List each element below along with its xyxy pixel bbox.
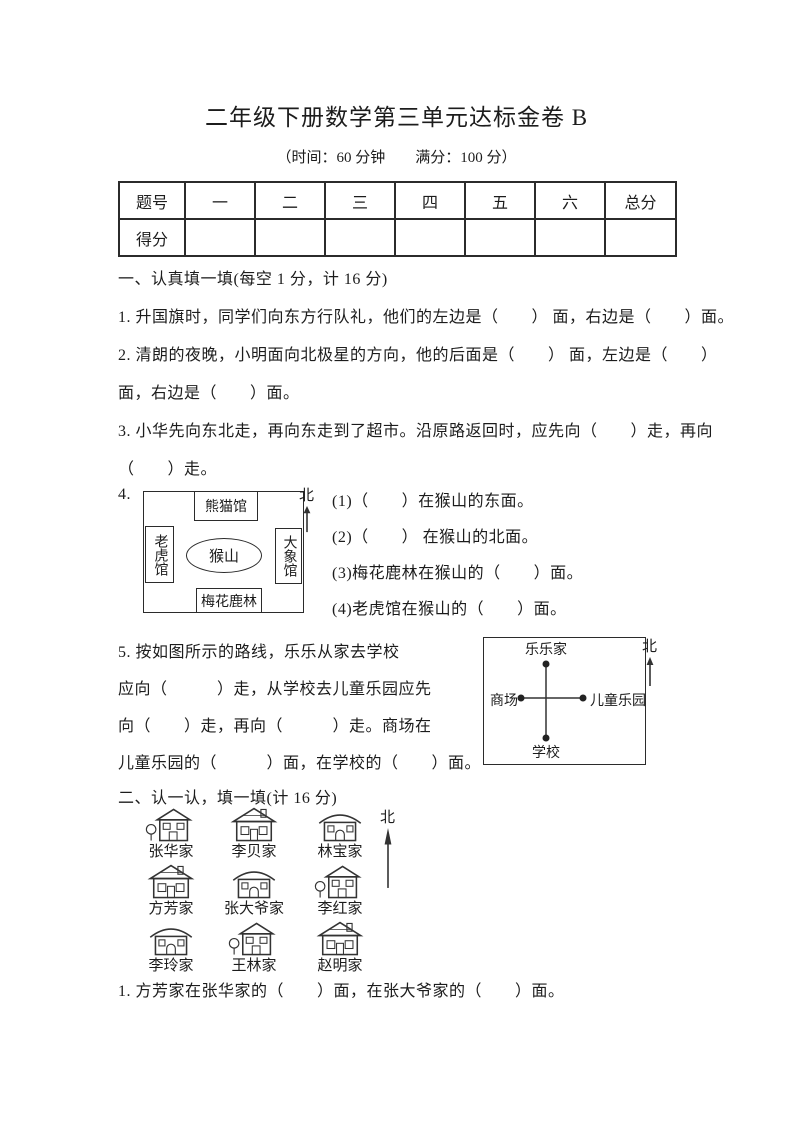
house-label: 张大爷家 [223, 901, 284, 917]
score-cell-empty [184, 218, 256, 257]
zoo-map: 熊猫馆 老虎馆 大象馆 猴山 梅花鹿林 [143, 491, 304, 613]
compass-section2: 北 [380, 806, 395, 890]
page-title: 二年级下册数学第三单元达标金卷 B [204, 105, 589, 130]
map-label-lele-home: 乐乐家 [525, 643, 567, 658]
score-table-header-cell: 总分 [604, 181, 677, 220]
house-cell: 王林家 [212, 917, 296, 974]
question-5-line3: 向（ ）走，再向（ ）走。商场在 [118, 718, 432, 735]
houses-grid: 张华家 李贝家 林宝家 方芳家 张大爷家 李红家 李玲家 王林家 [130, 803, 384, 974]
map-label-playground: 儿童乐园 [590, 694, 646, 709]
score-table-header-cell: 六 [534, 181, 606, 220]
house-label: 李贝家 [231, 844, 277, 860]
house-cell: 李红家 [296, 860, 384, 917]
section2-question-1: 1. 方芳家在张华家的（ ）面，在张大爷家的（ ）面。 [118, 983, 565, 1000]
score-table-header-cell: 四 [394, 181, 466, 220]
house-label: 王林家 [231, 958, 277, 974]
score-cell-empty [324, 218, 396, 257]
score-table-header-cell: 五 [464, 181, 536, 220]
question-5-line2: 应向（ ）走，从学校去儿童乐园应先 [118, 681, 432, 698]
score-cell-empty [254, 218, 326, 257]
map-label-school: 学校 [532, 746, 560, 761]
north-arrow-icon [302, 506, 311, 533]
zoo-deer-forest: 梅花鹿林 [196, 588, 262, 613]
question-2-line2: 面，右边是（ ）面。 [118, 385, 300, 402]
house-label: 赵明家 [317, 958, 363, 974]
question-2-line1: 2. 清朗的夜晚，小明面向北极星的方向，他的后面是（ ） 面，左边是（ ） [118, 347, 718, 364]
question-5-line1: 5. 按如图所示的路线，乐乐从家去学校 [118, 644, 400, 661]
north-arrow-icon [382, 828, 393, 890]
house-cell: 林宝家 [296, 803, 384, 860]
house-icon [145, 808, 191, 842]
score-table-score-row: 得分 [118, 218, 677, 257]
house-cell: 张大爷家 [212, 860, 296, 917]
zoo-panda-house: 熊猫馆 [194, 491, 258, 521]
route-map-cross [517, 660, 587, 742]
house-cell: 张华家 [130, 803, 212, 860]
score-cell-empty [604, 218, 677, 257]
house-icon [314, 865, 360, 899]
house-cell: 李玲家 [130, 917, 212, 974]
house-cell: 赵明家 [296, 917, 384, 974]
north-arrow-icon [645, 657, 654, 687]
house-label: 方芳家 [148, 901, 194, 917]
house-label: 李红家 [317, 901, 363, 917]
question-5-line4: 儿童乐园的（ ）面，在学校的（ ）面。 [118, 755, 482, 772]
score-label-cell: 得分 [118, 218, 186, 257]
question-4-sub1: (1)（ ）在猴山的东面。 [332, 493, 534, 510]
question-1: 1. 升国旗时，同学们向东方行队礼，他们的左边是（ ） 面，右边是（ ）面。 [118, 309, 735, 326]
zoo-monkey-hill: 猴山 [186, 538, 262, 573]
house-label: 张华家 [148, 844, 194, 860]
score-cell-empty [534, 218, 606, 257]
house-icon [228, 922, 274, 956]
page-subtitle: （时间：60 分钟 满分：100 分） [276, 150, 517, 166]
score-table: 题号 一 二 三 四 五 六 总分 得分 [118, 181, 677, 257]
section1-heading: 一、认真填一填(每空 1 分，计 16 分) [118, 271, 388, 288]
house-label: 林宝家 [317, 844, 363, 860]
map-label-mall: 商场 [490, 694, 518, 709]
section2-heading: 二、认一认，填一填(计 16 分) [118, 790, 338, 807]
route-map: 乐乐家 商场 儿童乐园 学校 [483, 637, 646, 765]
house-label: 李玲家 [148, 958, 194, 974]
house-cell: 方芳家 [130, 860, 212, 917]
house-icon [318, 921, 362, 956]
compass-q4: 北 [299, 484, 314, 533]
north-label: 北 [299, 488, 315, 504]
house-icon [149, 864, 193, 899]
question-3-line1: 3. 小华先向东北走，再向东走到了超市。沿原路返回时，应先向（ ）走，再向 [118, 423, 714, 440]
house-icon [232, 807, 276, 842]
zoo-elephant-house: 大象馆 [275, 528, 302, 584]
house-icon [149, 928, 193, 956]
score-cell-empty [394, 218, 466, 257]
score-table-header-cell: 一 [184, 181, 256, 220]
question-3-line2: （ ）走。 [118, 461, 218, 478]
score-table-header-cell: 题号 [118, 181, 186, 220]
compass-q5: 北 [642, 635, 657, 687]
score-table-header-cell: 二 [254, 181, 326, 220]
question-4-sub4: (4)老虎馆在猴山的（ ）面。 [332, 601, 567, 618]
score-table-header-cell: 三 [324, 181, 396, 220]
score-table-header-row: 题号 一 二 三 四 五 六 总分 [118, 181, 677, 220]
zoo-tiger-house: 老虎馆 [145, 526, 174, 583]
north-label: 北 [642, 639, 658, 655]
house-icon [232, 871, 276, 899]
house-cell: 李贝家 [212, 803, 296, 860]
question-4-sub3: (3)梅花鹿林在猴山的（ ）面。 [332, 565, 584, 582]
north-label: 北 [380, 810, 396, 826]
question-4-sub2: (2)（ ） 在猴山的北面。 [332, 529, 539, 546]
question-4-number: 4. [118, 486, 131, 503]
house-icon [318, 814, 362, 842]
score-cell-empty [464, 218, 536, 257]
